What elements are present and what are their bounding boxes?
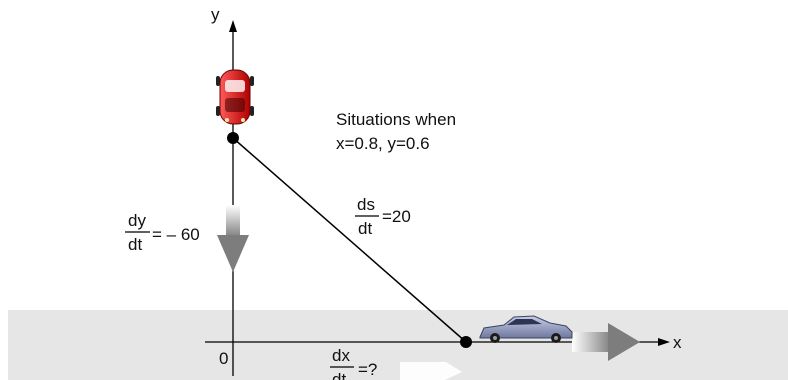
caption-line-1: Situations when — [336, 110, 456, 129]
caption-line-2: x=0.8, y=0.6 — [336, 134, 430, 153]
point-y-car — [227, 132, 239, 144]
right-arrow-icon — [572, 323, 640, 361]
dx-dt-numerator: dx — [332, 346, 350, 365]
ds-dt-value: =20 — [382, 207, 411, 226]
origin-label: 0 — [219, 349, 228, 368]
y-axis-arrowhead — [229, 20, 237, 32]
sports-car-top-view-icon — [216, 69, 254, 125]
x-axis-arrowhead — [658, 338, 670, 346]
dy-dt-value: = – 60 — [152, 225, 200, 244]
point-x-car — [460, 336, 472, 348]
ds-dt-numerator: ds — [357, 195, 375, 214]
ground-notch — [400, 362, 462, 380]
sports-car-side-view-icon — [479, 315, 573, 343]
dx-dt-value: =? — [358, 360, 377, 379]
dy-dt-denominator: dt — [128, 235, 142, 254]
distance-line — [232, 137, 467, 343]
x-axis-label: x — [673, 333, 682, 352]
dx-dt-denominator: dt — [332, 370, 346, 380]
dy-dt-numerator: dy — [128, 211, 146, 230]
ground-band — [8, 310, 788, 380]
down-arrow-icon — [217, 205, 249, 272]
y-axis-label: y — [211, 5, 220, 24]
ds-dt-denominator: dt — [358, 219, 372, 238]
